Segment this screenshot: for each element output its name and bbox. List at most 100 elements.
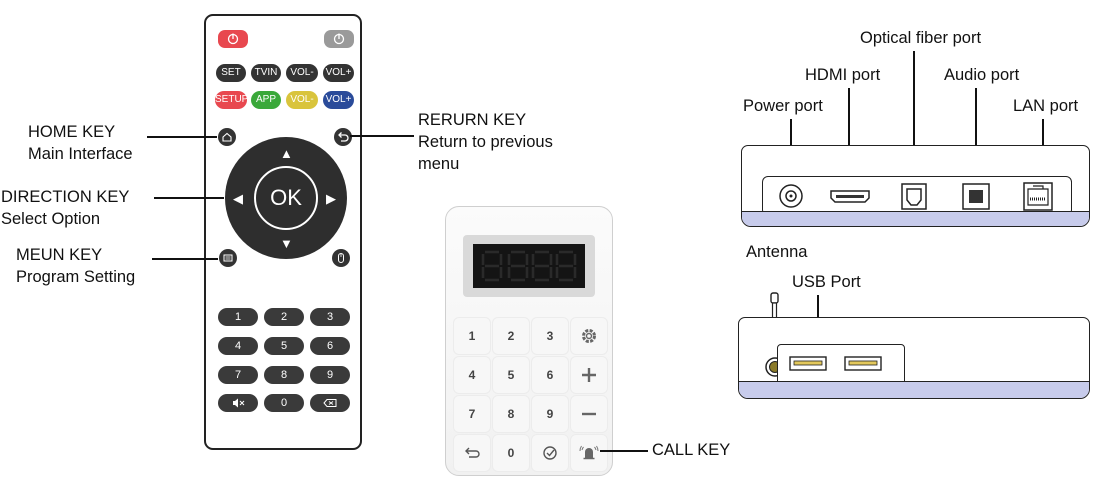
direction-pad[interactable]: ▲ ▼ ◀ ▶ OK — [225, 137, 347, 259]
usb-port-leader-line — [817, 295, 819, 328]
number-button-1[interactable]: 1 — [218, 308, 258, 326]
set-button[interactable]: SET — [216, 64, 246, 82]
keypad-key-8[interactable]: 8 — [493, 396, 529, 432]
rear-box-base — [742, 211, 1089, 226]
number-button-6[interactable]: 6 — [310, 337, 350, 355]
hdmi-port-leader-line — [848, 88, 850, 168]
optical-port-icon — [901, 183, 927, 210]
mouse-icon — [338, 253, 344, 263]
number-button-4[interactable]: 4 — [218, 337, 258, 355]
check-circle-icon — [543, 446, 557, 460]
power-port-leader-line — [790, 119, 792, 169]
vol-minus-color-button[interactable]: VOL- — [286, 91, 318, 109]
home-icon — [222, 132, 232, 142]
keypad-key-5[interactable]: 5 — [493, 357, 529, 393]
return-button[interactable] — [334, 128, 352, 146]
audio-port-leader-line — [975, 88, 977, 168]
audio-port-label: Audio port — [944, 66, 1020, 84]
keypad-device: 1 2 3 4 5 6 7 8 9 0 — [445, 206, 613, 476]
keypad-key-2[interactable]: 2 — [493, 318, 529, 354]
home-button[interactable] — [218, 128, 236, 146]
bell-ring-icon — [579, 445, 599, 460]
optical-fiber-port-label: Optical fiber port — [860, 29, 982, 47]
keypad-confirm-key[interactable] — [532, 435, 568, 471]
arrow-left-icon[interactable]: ◀ — [233, 191, 243, 206]
number-button-5[interactable]: 5 — [264, 337, 304, 355]
side-box-base — [739, 381, 1089, 398]
plus-icon — [582, 368, 596, 382]
keypad-key-9[interactable]: 9 — [532, 396, 568, 432]
keypad-key-0[interactable]: 0 — [493, 435, 529, 471]
return-key-description-line1: Return to previous — [418, 133, 553, 151]
keypad-call-key[interactable] — [571, 435, 607, 471]
return-key-description-line2: menu — [418, 155, 460, 173]
number-button-9[interactable]: 9 — [310, 366, 350, 384]
home-key-leader-line — [147, 136, 217, 138]
power-icon — [333, 33, 345, 45]
usb-port-label: USB Port — [792, 273, 861, 291]
power-button-red[interactable] — [218, 30, 248, 48]
number-button-3[interactable]: 3 — [310, 308, 350, 326]
setup-button[interactable]: SETUP — [215, 91, 248, 109]
direction-key-label: DIRECTION KEY — [1, 188, 130, 206]
backspace-icon — [323, 399, 337, 407]
call-key-label: CALL KEY — [652, 441, 731, 459]
vol-plus-button[interactable]: VOL+ — [323, 64, 354, 82]
home-key-description: Main Interface — [28, 145, 133, 163]
antenna-label: Antenna — [746, 243, 808, 261]
gear-icon — [582, 329, 596, 343]
hdmi-port-label: HDMI port — [805, 66, 881, 84]
keypad-settings-key[interactable] — [571, 318, 607, 354]
keypad-plus-key[interactable] — [571, 357, 607, 393]
number-button-8[interactable]: 8 — [264, 366, 304, 384]
arrow-up-icon[interactable]: ▲ — [280, 146, 293, 161]
direction-key-leader-line — [154, 197, 224, 199]
number-button-7[interactable]: 7 — [218, 366, 258, 384]
mute-button[interactable] — [218, 394, 258, 412]
seven-segment-digits — [481, 250, 577, 282]
power-port-label: Power port — [743, 97, 823, 115]
power-button-grey[interactable] — [324, 30, 354, 48]
menu-button[interactable] — [219, 249, 237, 267]
power-icon — [227, 33, 239, 45]
direction-key-description: Select Option — [1, 210, 101, 228]
keypad-key-7[interactable]: 7 — [454, 396, 490, 432]
optical-port-leader-line — [913, 51, 915, 168]
keypad-back-key[interactable] — [454, 435, 490, 471]
mute-icon — [233, 398, 245, 408]
led-screen — [473, 244, 585, 288]
home-key-label: HOME KEY — [28, 123, 116, 141]
power-port-icon — [779, 184, 803, 208]
backspace-button[interactable] — [310, 394, 350, 412]
lan-port-label: LAN port — [1013, 97, 1079, 115]
led-display — [463, 235, 595, 297]
menu-key-leader-line — [152, 258, 218, 260]
remote-control: SET TVIN VOL- VOL+ SETUP APP VOL- VOL+ ▲… — [204, 14, 362, 450]
return-key-leader-line — [350, 135, 414, 137]
vol-plus-color-button[interactable]: VOL+ — [323, 91, 354, 109]
audio-port-icon — [962, 183, 990, 210]
number-button-2[interactable]: 2 — [264, 308, 304, 326]
arrow-right-icon[interactable]: ▶ — [326, 191, 336, 206]
keypad-key-6[interactable]: 6 — [532, 357, 568, 393]
keypad-minus-key[interactable] — [571, 396, 607, 432]
minus-icon — [582, 412, 596, 416]
mouse-button[interactable] — [332, 249, 350, 267]
lan-port-icon — [1023, 182, 1053, 211]
usb-port-icon-1 — [789, 356, 827, 371]
vol-minus-button[interactable]: VOL- — [286, 64, 318, 82]
app-button[interactable]: APP — [251, 91, 281, 109]
keypad-key-4[interactable]: 4 — [454, 357, 490, 393]
number-button-0[interactable]: 0 — [264, 394, 304, 412]
ok-button[interactable]: OK — [254, 166, 318, 230]
set-top-box-rear — [741, 145, 1090, 227]
usb-ports-illustration — [789, 356, 882, 371]
call-key-leader-line — [600, 450, 648, 452]
hdmi-port-icon — [830, 190, 870, 203]
keypad-key-1[interactable]: 1 — [454, 318, 490, 354]
usb-port-panel — [777, 344, 905, 386]
keypad-key-3[interactable]: 3 — [532, 318, 568, 354]
menu-key-label: MEUN KEY — [16, 246, 103, 264]
tvin-button[interactable]: TVIN — [251, 64, 281, 82]
arrow-down-icon[interactable]: ▼ — [280, 236, 293, 251]
